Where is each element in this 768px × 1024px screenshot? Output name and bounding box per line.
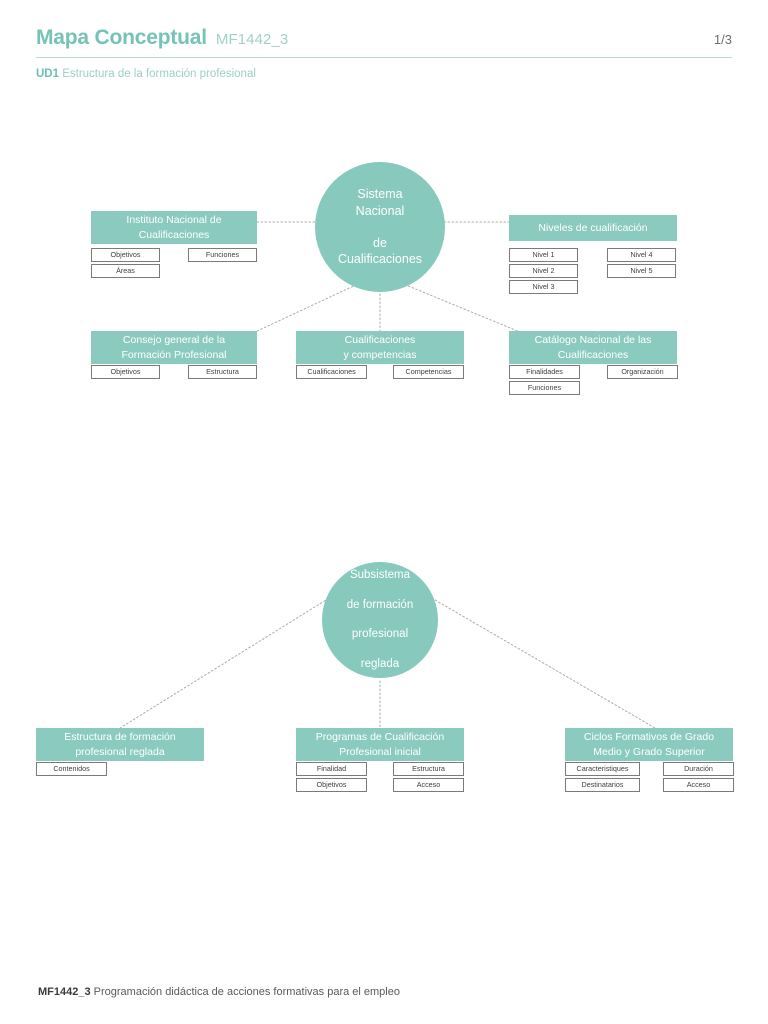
subbox-ciclos-duracion[interactable]: Duración [663,762,734,776]
connector-estructura [119,589,343,729]
map1-center-label: Sistema Nacional de Cualificaciones [315,186,445,267]
node-consejo-title-line1: Consejo general de la [122,334,226,347]
page-footer: MF1442_3 Programación didáctica de accio… [38,986,400,998]
header-title-group: Mapa Conceptual MF1442_3 [36,26,288,50]
node-estructura-title-line1: Estructura de formación [64,731,176,744]
node-cualificaciones-title: Cualificaciones y competencias [344,333,417,362]
node-programas-header: Programas de Cualificación Profesional i… [296,728,464,761]
subbox-ciclos-caracteristicas[interactable]: Caracteristiques [565,762,640,776]
subbox-catalogo-funciones[interactable]: Funciones [509,381,580,395]
unit-label: UD1 [36,68,60,80]
map1-center-line1: Sistema Nacional [355,187,405,218]
subbox-programas-objetivos[interactable]: Objetivos [296,778,367,792]
connector-consejo [254,282,361,333]
node-consejo-title: Consejo general de la Formación Profesio… [121,333,226,362]
node-niveles-title-line1: Niveles de cualificación [538,221,648,234]
node-consejo-title-line2: Formación Profesional [121,348,227,361]
node-estructura-title-line2: profesional reglada [75,745,165,758]
node-instituto-header: Instituto Nacional de Cualificaciones [91,211,257,244]
map2-center-line4: reglada [360,658,400,671]
subbox-catalogo-finalidades[interactable]: Finalidades [509,365,580,379]
node-catalogo-title-line2: Cualificaciones [557,348,629,361]
subbox-cualificaciones-competencias[interactable]: Competencias [393,365,464,379]
subbox-instituto-funciones[interactable]: Funciones [188,248,257,262]
node-catalogo-title-line1: Catálogo Nacional de las [534,334,652,347]
page-header: Mapa Conceptual MF1442_3 1/3 UD1 Estruct… [36,26,732,80]
header-title-row: Mapa Conceptual MF1442_3 1/3 [36,26,732,50]
map1-center-circle: Sistema Nacional de Cualificaciones [315,162,445,292]
node-estructura-header: Estructura de formación profesional regl… [36,728,204,761]
subbox-programas-finalidad[interactable]: Finalidad [296,762,367,776]
map1-center-line2: de Cualificaciones [337,236,423,267]
node-instituto-title-line2: Cualificaciones [138,228,210,241]
footer-code: MF1442_3 [38,986,91,998]
map2-center-circle: Subsistema de formación profesional regl… [322,562,438,678]
subbox-estructura-contenidos[interactable]: Contenidos [36,762,107,776]
subbox-instituto-objetivos[interactable]: Objetivos [91,248,160,262]
unit-subtitle: UD1 Estructura de la formación profesion… [36,68,732,80]
subbox-consejo-estructura[interactable]: Estructura [188,365,257,379]
subbox-consejo-objetivos[interactable]: Objetivos [91,365,160,379]
node-ciclos-header: Ciclos Formativos de Grado Medio y Grado… [565,728,733,761]
node-cualificaciones-header: Cualificaciones y competencias [296,331,464,364]
connector-catalogo [400,282,521,333]
node-programas-title-line2: Profesional inicial [339,745,421,758]
node-ciclos-title-line2: Medio y Grado Superior [593,745,705,758]
page-title: Mapa Conceptual [36,26,207,49]
subbox-niveles-nivel1[interactable]: Nivel 1 [509,248,578,262]
map2-center-line3: profesional [351,628,409,641]
map2-center-line2: de formación [346,598,414,611]
subbox-cualificaciones-cualificaciones[interactable]: Cualificaciones [296,365,367,379]
node-catalogo-header: Catálogo Nacional de las Cualificaciones [509,331,677,364]
node-programas-title-line1: Programas de Cualificación [315,731,445,744]
node-estructura-title: Estructura de formación profesional regl… [64,730,175,759]
header-divider [36,57,732,58]
subbox-programas-acceso[interactable]: Acceso [393,778,464,792]
page-title-code: MF1442_3 [215,31,289,48]
map2-center-label: Subsistema de formación profesional regl… [327,568,433,673]
subbox-niveles-nivel5[interactable]: Nivel 5 [607,264,676,278]
node-consejo-header: Consejo general de la Formación Profesio… [91,331,257,364]
footer-text: Programación didáctica de acciones forma… [93,986,400,998]
subbox-programas-estructura[interactable]: Estructura [393,762,464,776]
node-niveles-title: Niveles de cualificación [538,221,647,235]
node-niveles-header: Niveles de cualificación [509,215,677,241]
page-indicator: 1/3 [713,32,732,47]
subbox-instituto-areas[interactable]: Áreas [91,264,160,278]
node-instituto-title-line1: Instituto Nacional de [126,214,222,227]
subbox-niveles-nivel4[interactable]: Nivel 4 [607,248,676,262]
map2-center-line1: Subsistema [349,568,411,581]
node-cualificaciones-title-line2: y competencias [343,348,417,361]
subbox-niveles-nivel2[interactable]: Nivel 2 [509,264,578,278]
subbox-niveles-nivel3[interactable]: Nivel 3 [509,280,578,294]
subbox-ciclos-acceso[interactable]: Acceso [663,778,734,792]
node-catalogo-title: Catálogo Nacional de las Cualificaciones [535,333,652,362]
connector-ciclos [417,589,656,729]
node-programas-title: Programas de Cualificación Profesional i… [316,730,444,759]
subbox-ciclos-destinatarios[interactable]: Destinatarios [565,778,640,792]
subbox-catalogo-organizacion[interactable]: Organización [607,365,678,379]
node-instituto-title: Instituto Nacional de Cualificaciones [126,213,221,242]
node-ciclos-title: Ciclos Formativos de Grado Medio y Grado… [584,730,714,759]
node-ciclos-title-line1: Ciclos Formativos de Grado [583,731,715,744]
unit-title: Estructura de la formación profesional [62,68,256,80]
node-cualificaciones-title-line1: Cualificaciones [344,334,416,347]
